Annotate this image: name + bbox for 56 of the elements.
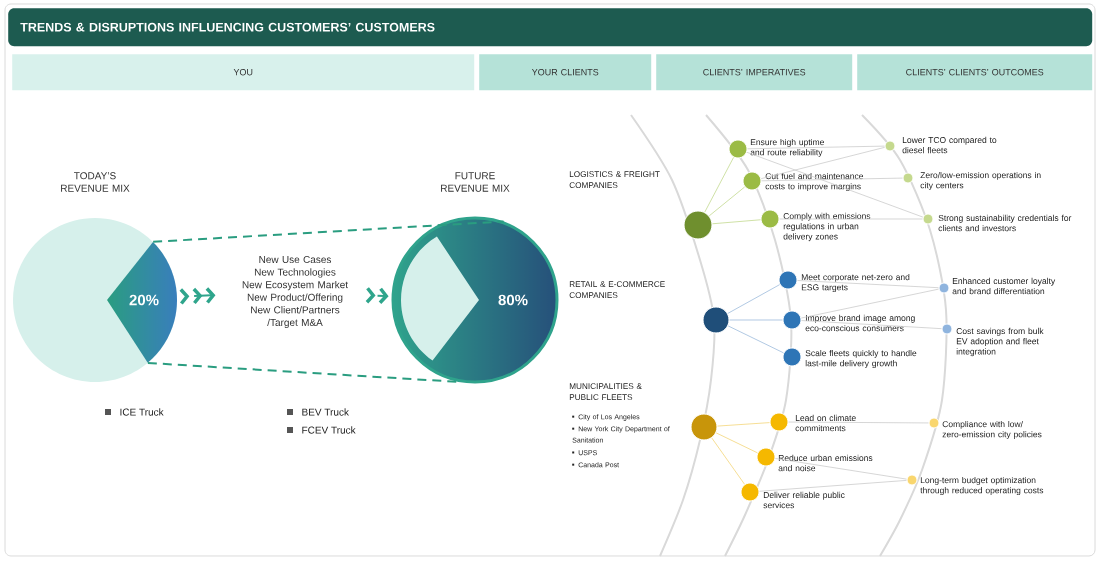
outcome-text: Enhanced customer loyalty and brand differentiation (952, 277, 1056, 295)
outcome-text: Deliver reliable public services (763, 491, 845, 509)
connector-line (704, 157, 734, 213)
connector-line (711, 437, 745, 485)
outcome-text: Ensure high uptime and route reliability (750, 138, 824, 158)
connector-line (797, 280, 939, 289)
outcome-text: Long-term budget optimization through reduced operating costs (920, 476, 1044, 496)
connector-line (760, 146, 886, 180)
outcome-text: Cost savings from bulk EV adoption and fleet integration (956, 327, 1044, 357)
legend-item: ICE Truck (105, 408, 164, 416)
legend-item: FCEV Truck (287, 426, 356, 434)
connector-line (775, 458, 907, 480)
connector-line (759, 480, 907, 492)
header-box: CLIENTS’ IMPERATIVES (656, 54, 853, 91)
outcome-text: Scale fleets quickly to handle last-mile delivery growth (805, 349, 917, 369)
header-box: YOU (12, 54, 475, 91)
connector-line (727, 284, 781, 314)
connector-line (712, 219, 761, 225)
dot-marker (683, 210, 713, 240)
pie-chart: 80% (391, 216, 559, 384)
outcome-text: Comply with emissions regulations in urban delivery zones (783, 212, 871, 242)
connector-line (729, 319, 783, 321)
dot-marker (690, 413, 718, 441)
legend-item: BEV Truck (287, 408, 349, 416)
connector-line (801, 320, 942, 330)
connector-line (747, 145, 885, 150)
zoom-line (152, 220, 505, 243)
title-bar: TRENDS & DISRUPTIONS INFLUENCING CUSTOMERS’ CUSTOMERS (8, 8, 1093, 47)
group-heading: MUNICIPALITIES & PUBLIC FLEETS (569, 383, 642, 400)
dot-marker (702, 306, 730, 334)
pie-chart: 20% (13, 218, 177, 382)
group-heading: RETAIL & E-COMMERCE COMPANIES (569, 281, 665, 298)
connector-line (788, 421, 929, 424)
outcome-text: Zero/low-emission operations in city centers (920, 171, 1041, 191)
outcome-text: Strong sustainability credentials for clients and investors (938, 214, 1072, 232)
header-box: YOUR CLIENTS (479, 54, 652, 91)
chart-title: TODAY’S REVENUE MIX (61, 172, 130, 192)
chart-title: FUTURE REVENUE MIX (441, 172, 510, 192)
outcome-text: Lower TCO compared to diesel fleets (902, 136, 997, 154)
connector-line (761, 177, 903, 182)
connector-line (717, 422, 770, 427)
outcome-text: Reduce urban emissions and noise (778, 454, 873, 472)
connector-line (708, 186, 746, 217)
header-box: CLIENTS’ CLIENTS’ OUTCOMES (857, 54, 1093, 91)
outcome-text: Meet corporate net-zero and ESG targets (801, 273, 910, 293)
outcome-text: Compliance with low/ zero-emission city policies (942, 420, 1042, 440)
connector-line (715, 432, 758, 454)
group-heading: LOGISTICS & FREIGHT COMPANIES (569, 171, 660, 188)
outcome-text: Improve brand image among eco-conscious consumers (805, 314, 915, 332)
outcome-text: Lead on climate commitments (795, 414, 856, 432)
connector-line (727, 325, 784, 354)
driver-list: New Use Cases New Technologies New Ecosystem Market New Product/Offering New Client/Partners /Target M&A (242, 255, 348, 328)
connector-line (800, 288, 939, 319)
connector-line (746, 151, 924, 218)
outcome-text: Cut fuel and maintenance costs to improve margins (765, 172, 864, 192)
chevron-arrow (179, 287, 216, 305)
